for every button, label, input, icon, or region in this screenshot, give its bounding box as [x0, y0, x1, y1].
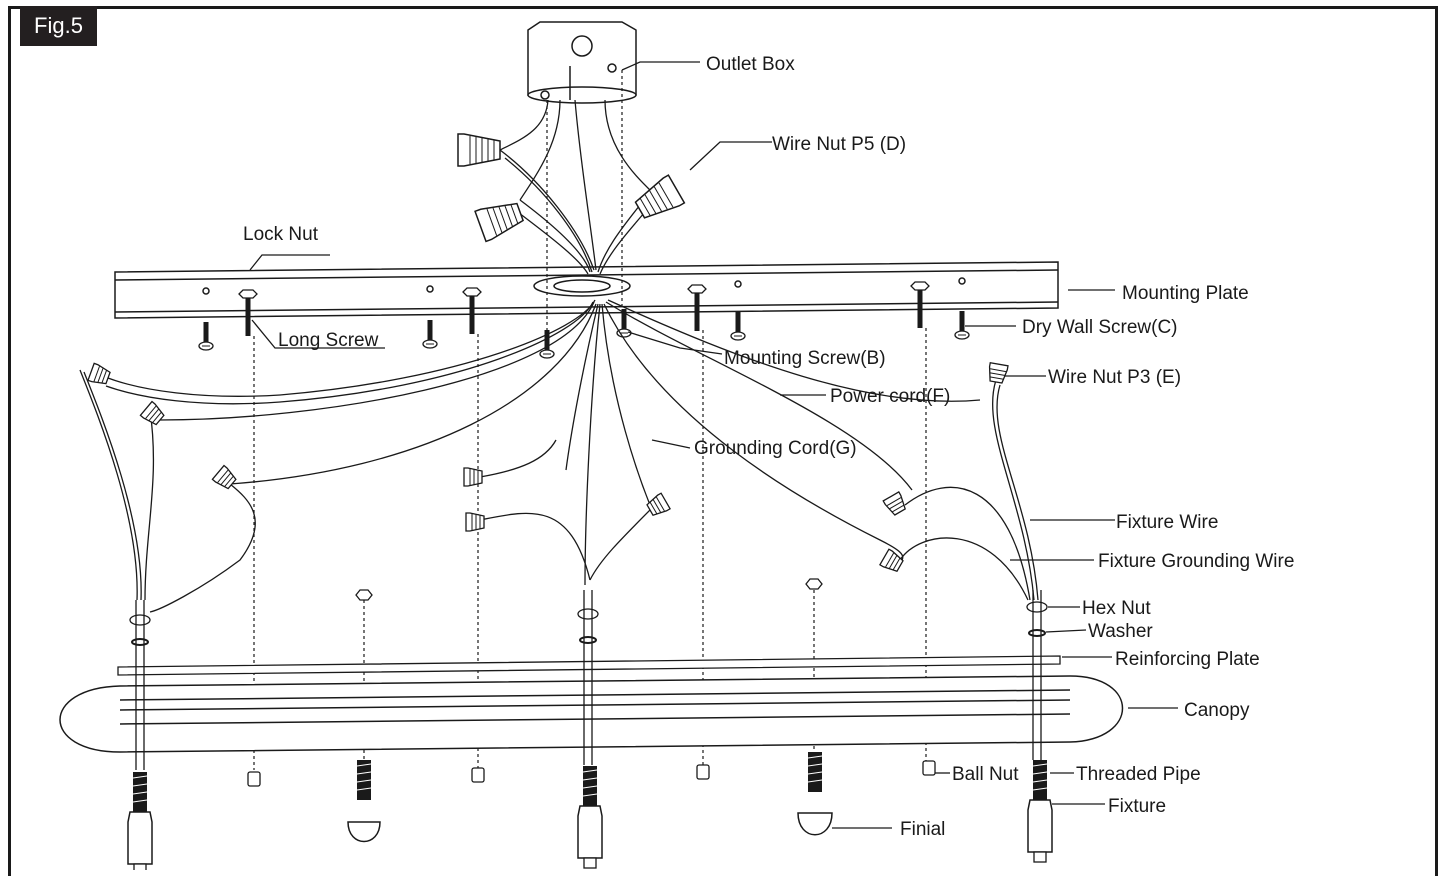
reinforcing-plate — [117, 655, 1061, 676]
label-lock-nut: Lock Nut — [243, 224, 319, 245]
figure-label: Fig.5 — [20, 6, 97, 46]
label-mounting-screw: Mounting Screw(B) — [724, 348, 886, 369]
label-outlet-box: Outlet Box — [706, 54, 795, 75]
label-fixture-wire: Fixture Wire — [1116, 512, 1218, 533]
finials — [347, 812, 833, 843]
callout-labels: Outlet Box Wire Nut P5 (D) Lock Nut Moun… — [243, 54, 1294, 840]
threaded-pipes — [132, 751, 1048, 813]
label-canopy: Canopy — [1184, 700, 1250, 721]
figure-frame — [8, 6, 1438, 876]
hex-nuts — [129, 578, 1048, 626]
label-grounding-cord: Grounding Cord(G) — [694, 438, 857, 459]
label-wire-nut-p3: Wire Nut P3 (E) — [1048, 367, 1181, 388]
label-ball-nut: Ball Nut — [952, 764, 1019, 785]
label-fixture-grounding-wire: Fixture Grounding Wire — [1098, 551, 1294, 572]
label-dry-wall-screw: Dry Wall Screw(C) — [1022, 317, 1178, 338]
canopy — [59, 675, 1124, 753]
outlet-box — [527, 21, 637, 104]
label-hex-nut: Hex Nut — [1082, 598, 1151, 619]
label-mounting-plate: Mounting Plate — [1122, 283, 1249, 304]
label-wire-nut-p5: Wire Nut P5 (D) — [772, 134, 906, 155]
label-long-screw: Long Screw — [278, 330, 379, 351]
label-fixture: Fixture — [1108, 796, 1166, 817]
mounting-plate — [114, 261, 1059, 319]
label-threaded-pipe: Threaded Pipe — [1076, 764, 1201, 785]
label-power-cord: Power cord(F) — [830, 386, 950, 407]
leader-lines — [249, 61, 1178, 829]
wires — [79, 99, 1039, 613]
washers — [131, 629, 1046, 646]
fixture-pipes — [135, 590, 1042, 770]
label-reinforcing-plate: Reinforcing Plate — [1115, 649, 1260, 670]
label-washer: Washer — [1088, 621, 1153, 642]
label-finial: Finial — [900, 819, 945, 840]
